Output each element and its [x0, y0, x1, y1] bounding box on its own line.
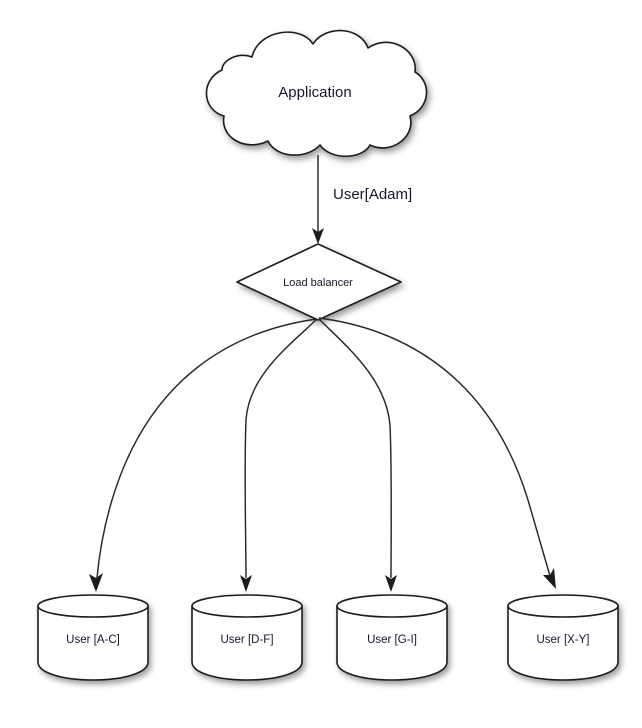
application-label: Application: [278, 84, 351, 101]
node-database-2[interactable]: User [G-I]: [336, 594, 448, 681]
node-database-3[interactable]: User [X-Y]: [507, 594, 619, 681]
edge-load-balancer-to-db-2: [318, 318, 397, 592]
node-database-1[interactable]: User [D-F]: [191, 594, 303, 681]
edge-application-to-load-balancer: User[Adam]: [312, 155, 412, 244]
edge-label-user-adam: User[Adam]: [333, 186, 412, 203]
database-1-label: User [D-F]: [220, 634, 273, 646]
node-load-balancer[interactable]: Load balancer: [236, 243, 402, 321]
edge-load-balancer-to-db-3: [318, 317, 556, 589]
edge-load-balancer-to-db-0: [89, 318, 318, 592]
database-0-label: User [A-C]: [66, 634, 120, 646]
node-database-0[interactable]: User [A-C]: [37, 594, 149, 681]
database-3-label: User [X-Y]: [536, 634, 589, 646]
database-2-label: User [G-I]: [367, 634, 417, 646]
load-balancer-label: Load balancer: [283, 277, 353, 289]
edge-load-balancer-to-db-1: [240, 318, 318, 592]
node-application[interactable]: Application: [205, 29, 428, 157]
